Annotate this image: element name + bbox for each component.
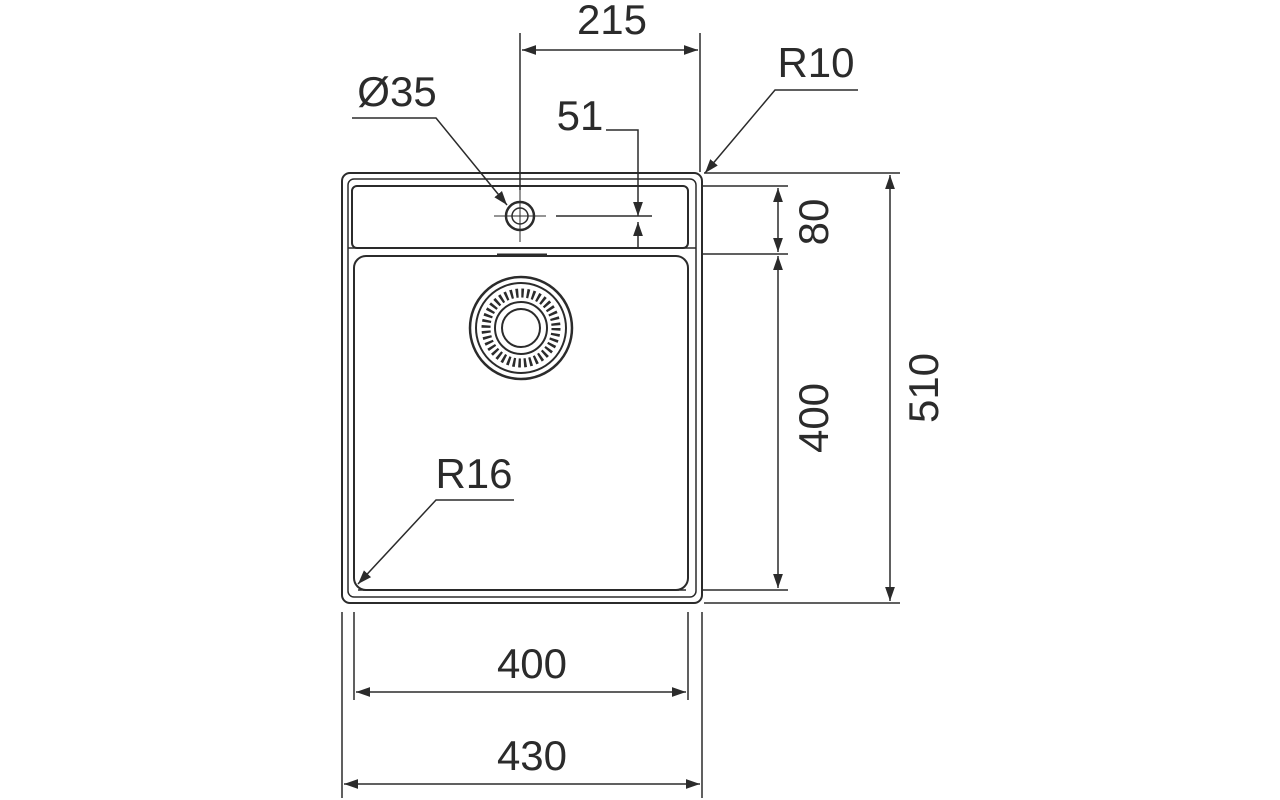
dim-215 bbox=[519, 33, 701, 190]
dim-430 bbox=[341, 612, 703, 798]
dim-r10 bbox=[704, 89, 858, 174]
dim-diameter-35 bbox=[352, 117, 508, 206]
dim-51 bbox=[606, 129, 643, 248]
label-215: 215 bbox=[577, 0, 647, 43]
dim-510 bbox=[704, 172, 900, 604]
label-51: 51 bbox=[557, 92, 604, 139]
tap-hole-icon bbox=[494, 190, 652, 242]
sink-inner-rim bbox=[347, 178, 697, 598]
label-r16: R16 bbox=[435, 450, 512, 497]
label-80: 80 bbox=[790, 199, 837, 246]
dim-400-vertical bbox=[702, 256, 788, 591]
drain-strainer-icon bbox=[468, 275, 574, 381]
label-510: 510 bbox=[900, 353, 947, 423]
dimension-labels: 215 R10 Ø35 51 80 400 510 R16 400 430 bbox=[357, 0, 947, 779]
sink-outline bbox=[341, 172, 703, 604]
bowl bbox=[353, 255, 689, 591]
label-400-vertical: 400 bbox=[790, 383, 837, 453]
label-r10: R10 bbox=[777, 39, 854, 86]
dim-r16 bbox=[357, 499, 514, 585]
label-400-horizontal: 400 bbox=[497, 640, 567, 687]
dim-80 bbox=[702, 185, 788, 255]
dim-400-horizontal bbox=[353, 612, 689, 700]
label-430: 430 bbox=[497, 732, 567, 779]
sink-outer-rim bbox=[341, 172, 703, 604]
label-diameter-35: Ø35 bbox=[357, 68, 436, 115]
